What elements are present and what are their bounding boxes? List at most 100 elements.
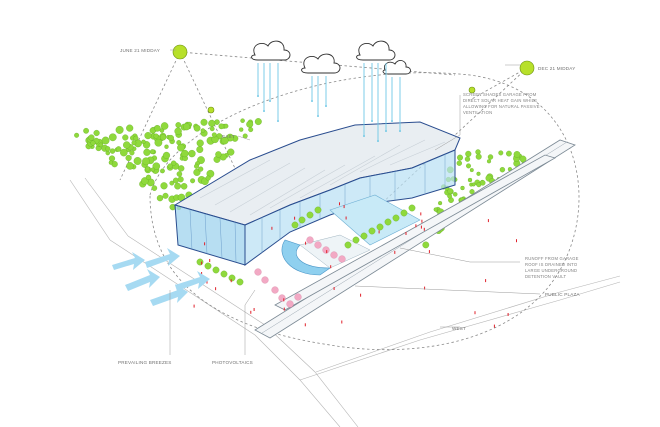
tree-icon	[475, 153, 482, 160]
tree-icon	[239, 127, 244, 132]
label-dec-sun: DEC 21 MIDDAY	[538, 66, 576, 71]
sun-icon	[207, 106, 215, 114]
tree-icon	[384, 218, 392, 226]
label-runoff-note-4: DETENTION VAULT	[525, 274, 566, 279]
people-markers	[193, 202, 517, 328]
tree-icon	[170, 160, 177, 166]
rain-clouds	[251, 40, 411, 142]
tree-icon	[122, 134, 129, 141]
tree-icon	[392, 214, 400, 222]
tree-icon	[98, 142, 104, 148]
person-marker	[330, 265, 332, 269]
tree-icon	[433, 207, 438, 212]
courtyard-pool	[329, 194, 421, 246]
tree-icon	[88, 134, 95, 141]
plaza-trees	[196, 204, 416, 308]
tree-icon	[144, 166, 151, 172]
tree-icon	[150, 167, 155, 172]
person-marker	[204, 242, 206, 246]
person-marker	[474, 311, 476, 315]
person-marker	[250, 310, 252, 314]
tree-icon	[93, 129, 100, 137]
tree-icon	[447, 188, 454, 195]
person-marker	[516, 239, 517, 243]
tree-icon	[360, 232, 368, 240]
tree-icon	[174, 182, 181, 190]
person-marker	[420, 225, 422, 229]
tree-icon	[314, 206, 322, 214]
tree-icon	[344, 241, 352, 249]
tree-icon	[322, 246, 330, 254]
tree-icon	[193, 124, 201, 132]
tree-icon	[200, 128, 206, 133]
tree-icon	[159, 134, 167, 141]
tree-icon	[153, 133, 159, 139]
tree-icon	[143, 148, 151, 156]
tree-icon	[152, 162, 161, 170]
person-marker	[201, 272, 203, 275]
label-east: EAST	[222, 134, 235, 139]
breeze-arrow-icon	[112, 248, 210, 306]
tree-icon	[174, 127, 182, 135]
tree-icon	[466, 163, 471, 169]
tree-icon	[215, 151, 222, 158]
cloud-icon	[382, 60, 411, 75]
tree-icon	[471, 182, 476, 187]
tree-icon	[476, 171, 481, 176]
tree-icon	[194, 163, 199, 169]
tree-icon	[452, 192, 458, 197]
tree-icon	[513, 151, 521, 158]
person-marker	[428, 250, 430, 254]
tree-icon	[506, 150, 512, 157]
person-marker	[424, 286, 426, 290]
person-marker	[507, 313, 509, 316]
tree-icon	[120, 148, 128, 157]
tree-icon	[457, 154, 463, 161]
tree-icon	[438, 201, 443, 206]
tree-icon	[499, 167, 506, 173]
tree-icon	[123, 141, 131, 149]
tree-icon	[486, 159, 492, 164]
tree-icon	[209, 126, 215, 132]
tree-icon	[248, 127, 254, 133]
person-marker	[305, 241, 307, 245]
person-marker	[283, 307, 285, 311]
tree-icon	[90, 140, 96, 146]
label-photovoltaics: PHOTOVOLTAICS	[212, 360, 253, 365]
tree-icon	[178, 165, 185, 172]
tree-icon	[479, 180, 486, 186]
label-runoff-note-1: RUNOFF FROM GARAGE	[525, 256, 579, 261]
tree-icon	[196, 258, 204, 266]
sun-icon	[468, 86, 476, 94]
person-marker	[283, 298, 285, 302]
person-marker	[294, 216, 296, 220]
tree-icon	[368, 227, 376, 235]
person-marker	[493, 324, 495, 328]
tree-icon	[376, 223, 384, 231]
roof-hatching	[199, 139, 446, 216]
tree-icon	[180, 183, 188, 190]
person-marker	[421, 219, 423, 223]
tree-icon	[193, 168, 201, 176]
tree-icon	[159, 128, 165, 133]
tree-icon	[108, 160, 114, 165]
tree-icon	[228, 274, 236, 282]
person-marker	[415, 224, 417, 228]
tree-icon	[131, 140, 137, 146]
tree-icon	[126, 124, 134, 132]
person-marker	[206, 280, 208, 284]
tree-icon	[271, 286, 279, 294]
tree-icon	[218, 123, 225, 130]
tree-icon	[169, 180, 175, 186]
person-marker	[485, 279, 487, 283]
label-public-plaza: PUBLIC PLAZA	[545, 292, 581, 297]
person-marker	[343, 205, 345, 209]
callout-leader-lines	[169, 49, 541, 355]
tree-icon	[151, 185, 158, 191]
tree-icon	[164, 144, 169, 149]
tree-icon	[105, 150, 111, 156]
tree-icon	[246, 120, 254, 128]
tree-icon	[105, 146, 111, 152]
